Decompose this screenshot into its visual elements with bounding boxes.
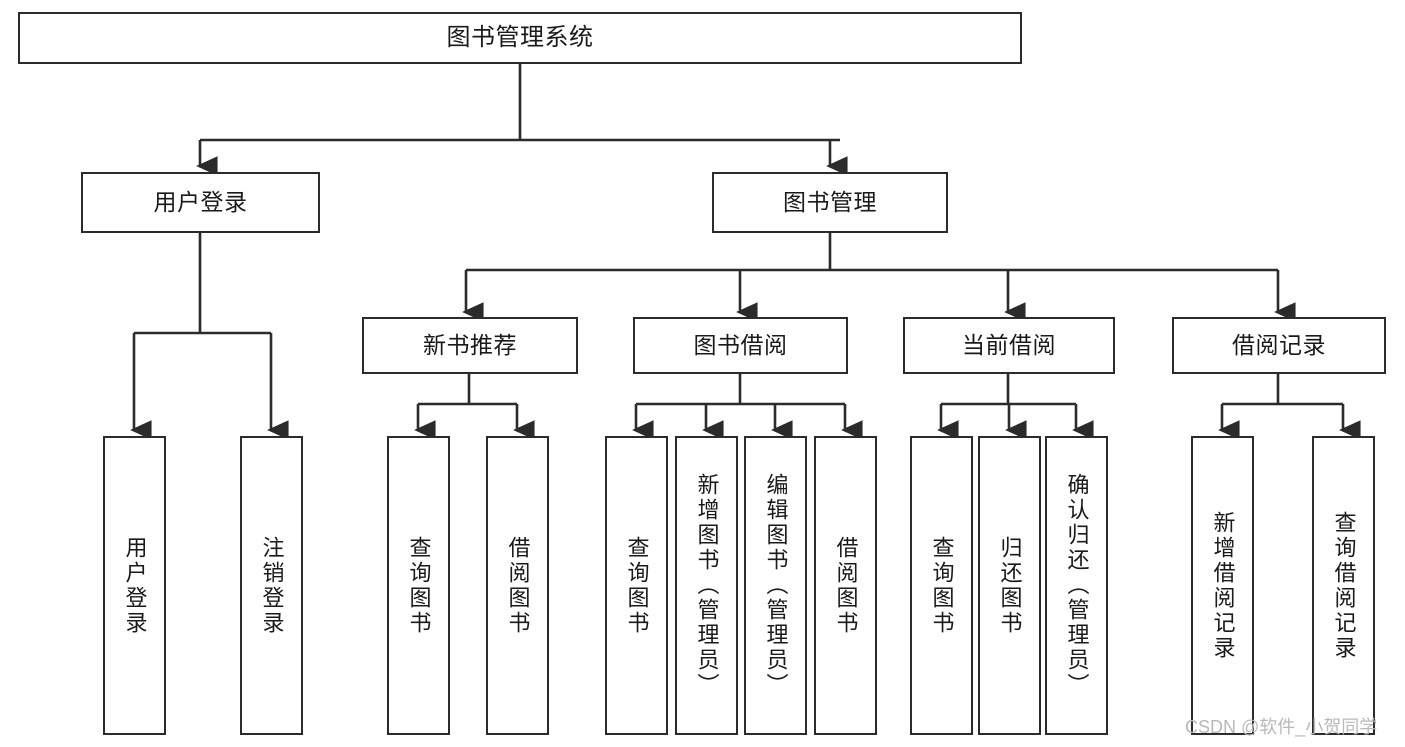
node-label: 用户登录 xyxy=(153,188,248,215)
leaf-user-login[interactable]: 用户登录 xyxy=(103,436,166,735)
node-label: 查询图书 xyxy=(929,535,955,636)
node-book-borrowing[interactable]: 图书借阅 xyxy=(633,317,848,374)
leaf-add-book-admin[interactable]: 新增图书（管理员） xyxy=(675,436,738,735)
node-label: 查询图书 xyxy=(624,535,650,636)
node-user-login[interactable]: 用户登录 xyxy=(81,172,320,233)
node-book-management[interactable]: 图书管理 xyxy=(712,172,948,233)
node-label: 图书管理 xyxy=(783,188,877,215)
node-borrow-records[interactable]: 借阅记录 xyxy=(1172,317,1386,374)
leaf-edit-book-admin[interactable]: 编辑图书（管理员） xyxy=(744,436,807,735)
node-label: 图书借阅 xyxy=(693,331,788,358)
leaf-return-book[interactable]: 归还图书 xyxy=(978,436,1041,735)
node-current-borrowing[interactable]: 当前借阅 xyxy=(903,317,1115,374)
node-label: 查询图书 xyxy=(406,535,432,636)
leaf-logout[interactable]: 注销登录 xyxy=(240,436,303,735)
leaf-query-book-3[interactable]: 查询图书 xyxy=(910,436,973,735)
leaf-borrow-book-2[interactable]: 借阅图书 xyxy=(814,436,877,735)
node-book-management-system[interactable]: 图书管理系统 xyxy=(18,12,1022,64)
leaf-query-book-2[interactable]: 查询图书 xyxy=(605,436,668,735)
node-label: 确认归还（管理员） xyxy=(1064,473,1090,698)
leaf-add-borrow-record[interactable]: 新增借阅记录 xyxy=(1191,436,1254,735)
node-label: 编辑图书（管理员） xyxy=(763,473,789,698)
node-label: 新增图书（管理员） xyxy=(694,473,720,698)
node-label: 归还图书 xyxy=(997,535,1023,636)
node-label: 新增借阅记录 xyxy=(1210,510,1236,661)
node-label: 图书管理系统 xyxy=(446,23,594,51)
node-label: 注销登录 xyxy=(259,535,285,636)
node-label: 借阅图书 xyxy=(833,535,859,636)
node-label: 借阅图书 xyxy=(505,535,531,636)
node-label: 查询借阅记录 xyxy=(1331,510,1357,661)
leaf-borrow-book-1[interactable]: 借阅图书 xyxy=(486,436,549,735)
csdn-watermark: CSDN @软件_小贺同学 xyxy=(1185,717,1378,737)
node-label: 借阅记录 xyxy=(1232,331,1326,358)
leaf-query-book-1[interactable]: 查询图书 xyxy=(387,436,450,735)
node-label: 当前借阅 xyxy=(962,331,1056,358)
node-label: 新书推荐 xyxy=(423,331,517,358)
leaf-confirm-return-admin[interactable]: 确认归还（管理员） xyxy=(1045,436,1108,735)
leaf-query-borrow-record[interactable]: 查询借阅记录 xyxy=(1312,436,1375,735)
node-label: 用户登录 xyxy=(122,535,148,636)
node-new-book-recommendation[interactable]: 新书推荐 xyxy=(362,317,578,374)
